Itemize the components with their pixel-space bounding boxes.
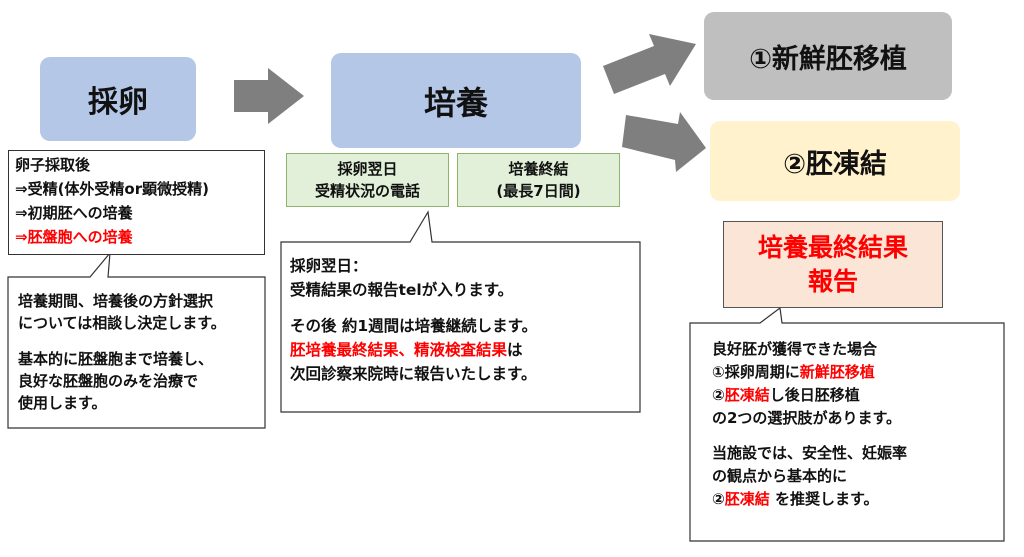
culture-box: 培養 [331,53,581,148]
freezing-box: ②胚凍結 [710,121,960,201]
fresh-transfer-label: ①新鮮胚移植 [749,43,907,75]
retrieval-note-line-highlight: ⇒胚盤胞への培養 [15,228,133,246]
culture-end-box: 培養終結 (最長7日間) [457,153,620,207]
egg-retrieval-box: 採卵 [40,57,196,141]
retrieval-note-box: 卵子採取後 ⇒受精(体外受精or顕微授精) ⇒初期胚への培養 ⇒胚盤胞への培養 [8,150,265,255]
callout-line: 当施設では、安全性、妊娠率 [712,444,908,462]
final-report-box: 培養最終結果 報告 [723,221,943,308]
culture-callout-outline [280,210,641,413]
callout-line: ②胚凍結し後日胚移植 [712,384,1002,407]
callout-line: ②胚凍結 を推奨します。 [712,488,1002,511]
callout-line: 採卵翌日： [290,257,368,275]
callout-line: の2つの選択肢があります。 [712,409,901,427]
result-callout-outline [689,306,1005,542]
arrow-downright-icon [622,112,706,172]
fresh-transfer-box: ①新鮮胚移植 [704,12,952,100]
highlight-text: 胚凍結 [724,386,770,404]
next-day-call-line: 受精状況の電話 [314,182,420,200]
culture-end-line: 培養終結 [508,160,569,178]
callout-line: 基本的に胚盤胞まで培養し、 [18,350,214,368]
culture-label: 培養 [423,83,488,122]
retrieval-note-line: 卵子採取後 [15,156,91,174]
retrieval-callout-outline [7,251,266,429]
highlight-text: 胚凍結 [724,490,770,508]
callout-line: ①採卵周期に新鮮胚移植 [712,361,1002,384]
plain-text: ② [712,490,725,508]
arrow-upright-icon [603,34,696,94]
callout-line: 使用します。 [18,394,107,412]
callout-line: 良好な胚盤胞のみを治療で [18,372,199,390]
callout-line: 良好胚が獲得できた場合 [712,340,878,358]
next-day-call-line: 採卵翌日 [337,160,398,178]
arrow-right-icon [234,68,304,124]
highlight-text: 新鮮胚移植 [799,363,875,381]
freezing-label: ②胚凍結 [783,148,887,180]
highlight-text: 胚培養最終結果、精液検査結果 [290,341,508,359]
plain-text: ①採卵周期に [712,363,800,381]
next-day-call-box: 採卵翌日 受精状況の電話 [286,153,449,207]
callout-line: 受精結果の報告telが入ります。 [290,281,514,299]
plain-text: ② [712,386,725,404]
callout-line: 次回診察来院時に報告いたします。 [290,365,537,383]
plain-text: を推奨します。 [769,490,879,508]
culture-callout-text: 採卵翌日： 受精結果の報告telが入ります。 その後 約1週間は培養継続します。… [290,254,635,386]
final-report-line: 報告 [807,266,858,296]
callout-line: その後 約1週間は培養継続します。 [290,317,538,335]
plain-text: は [507,341,523,359]
callout-line: の観点から基本的に [712,467,848,485]
result-callout-text: 良好胚が獲得できた場合 ①採卵周期に新鮮胚移植 ②胚凍結し後日胚移植 の2つの選… [712,338,1002,511]
callout-line: 胚培養最終結果、精液検査結果は [290,338,635,362]
retrieval-callout-text: 培養期間、培養後の方針選択 については相談し決定します。 基本的に胚盤胞まで培養… [18,290,263,414]
plain-text: し後日胚移植 [769,386,860,404]
egg-retrieval-label: 採卵 [88,85,148,120]
callout-line: 培養期間、培養後の方針選択 [18,292,214,310]
culture-end-line: (最長7日間) [496,182,581,200]
retrieval-note-line: ⇒受精(体外受精or顕微授精) [15,180,209,198]
final-report-line: 培養最終結果 [757,232,908,262]
callout-line: については相談し決定します。 [18,314,226,332]
retrieval-note-line: ⇒初期胚への培養 [15,204,133,222]
